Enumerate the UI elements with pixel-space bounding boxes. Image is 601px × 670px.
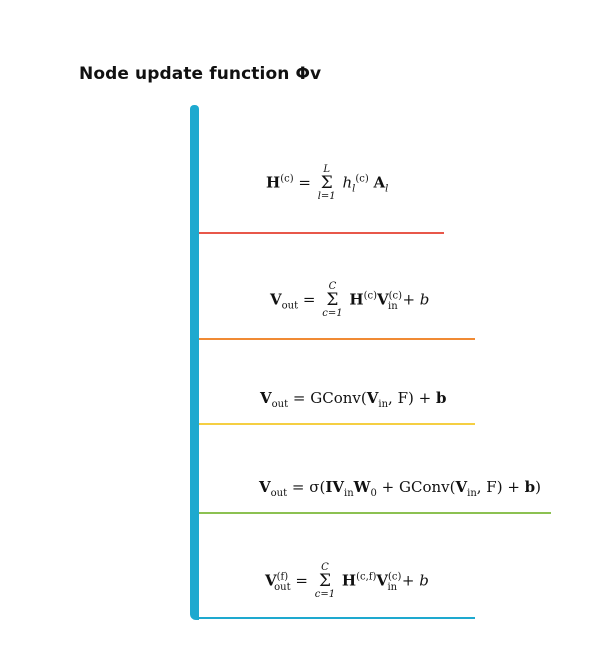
- branch-line-4: [199, 512, 551, 514]
- branch-line-5: [199, 617, 475, 619]
- branch-line-1: [199, 232, 444, 234]
- timeline-spine: [190, 105, 199, 620]
- branch-line-2: [199, 338, 475, 340]
- diagram-title: Node update function Φv: [79, 64, 322, 84]
- branch-line-3: [199, 423, 475, 425]
- formula-4: Vout = σ(IVinW0 + GConv(Vin, F) + b): [259, 478, 542, 499]
- formula-3: Vout = GConv(Vin, F) + b: [260, 389, 447, 410]
